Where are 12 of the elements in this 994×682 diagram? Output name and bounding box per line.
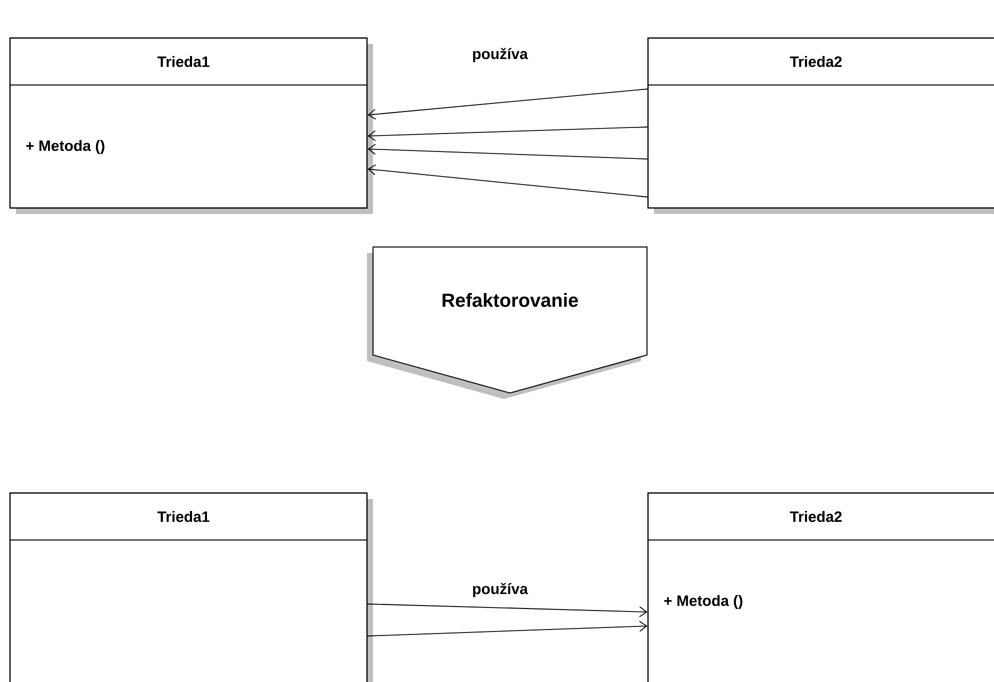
arrow: [368, 164, 648, 198]
arrow: [368, 88, 648, 120]
arrow: [368, 126, 648, 142]
arrow: [367, 620, 648, 636]
edge-label: používa: [473, 48, 528, 62]
arrow: [368, 144, 648, 160]
class-box: Trieda2 + Metoda (): [647, 492, 994, 682]
class-box: Trieda1: [9, 492, 373, 682]
arrow: [367, 604, 648, 618]
class-box: Trieda2: [647, 37, 994, 214]
edge-label: používa: [473, 582, 528, 598]
class-box: Trieda1 + Metoda (): [9, 37, 373, 214]
